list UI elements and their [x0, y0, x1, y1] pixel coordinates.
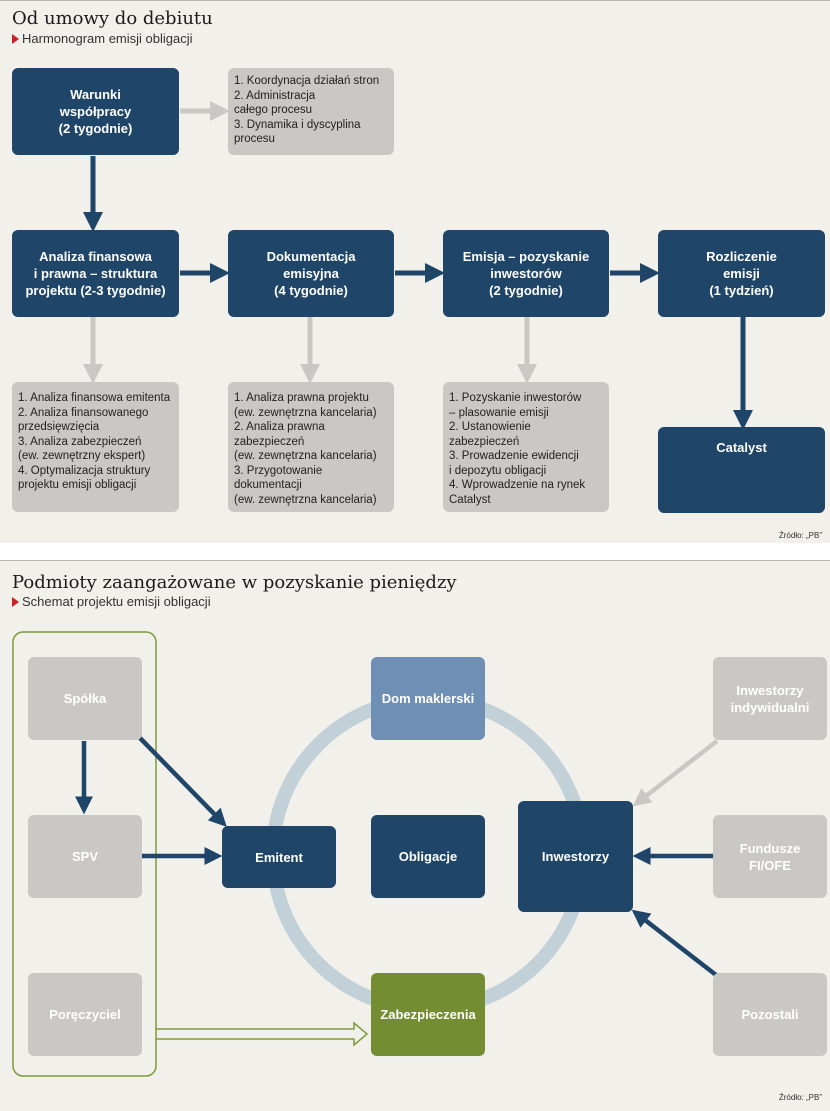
- note-emisja: 1. Pozyskanie inwestorów – plasowanie em…: [443, 382, 609, 512]
- node-pozostali: Pozostali: [713, 973, 827, 1056]
- timeline-arrows: [83, 101, 753, 430]
- node-spolka: Spółka: [28, 657, 142, 740]
- arrow-indywidualni-inwestorzy: [632, 739, 719, 807]
- timeline-panel: Od umowy do debiutu Harmonogram emisji o…: [0, 0, 830, 543]
- subtitle: Harmonogram emisji obligacji: [22, 31, 193, 46]
- node-spv: SPV: [28, 815, 142, 898]
- participants-panel: Podmioty zaangażowane w pozyskanie pieni…: [0, 560, 830, 1111]
- section-title: Podmioty zaangażowane w pozyskanie pieni…: [12, 572, 457, 593]
- node-dom-maklerski: Dom maklerski: [371, 657, 485, 740]
- step-analiza: Analiza finansowa i prawna – struktura p…: [12, 230, 179, 317]
- step-emisja: Emisja – pozyskanie inwestorów (2 tygodn…: [443, 230, 609, 317]
- node-obligacje: Obligacje: [371, 815, 485, 898]
- step-catalyst: Catalyst: [658, 427, 825, 513]
- step-dokumentacja: Dokumentacja emisyjna (4 tygodnie): [228, 230, 394, 317]
- node-emitent: Emitent: [222, 826, 336, 888]
- note-dokumentacja: 1. Analiza prawna projektu (ew. zewnętrz…: [228, 382, 394, 512]
- node-poreczyciel: Poręczyciel: [28, 973, 142, 1056]
- marker-icon: [12, 597, 19, 607]
- page-title: Od umowy do debiutu: [12, 8, 213, 29]
- step-warunki: Warunki współpracy (2 tygodnie): [12, 68, 179, 155]
- marker-icon: [12, 34, 19, 44]
- node-inwestorzy: Inwestorzy: [518, 801, 633, 912]
- subtitle: Schemat projektu emisji obligacji: [22, 594, 211, 609]
- node-inwestorzy-indywidualni: Inwestorzy indywidualni: [713, 657, 827, 740]
- arrow-pozostali-inwestorzy: [631, 909, 718, 977]
- note-analiza: 1. Analiza finansowa emitenta 2. Analiza…: [12, 382, 179, 512]
- node-zabezpieczenia: Zabezpieczenia: [371, 973, 485, 1056]
- note-warunki: 1. Koordynacja działań stron 2. Administ…: [228, 68, 394, 155]
- step-rozliczenie: Rozliczenie emisji (1 tydzień): [658, 230, 825, 317]
- source-note: Źródło: „PB”: [778, 1093, 822, 1102]
- source-note: Źródło: „PB”: [778, 531, 822, 540]
- arrow-poreczyciel-zabezpieczenia: [156, 1021, 369, 1047]
- node-fundusze: Fundusze FI/OFE: [713, 815, 827, 898]
- arrow-spolka-emitent: [138, 736, 227, 827]
